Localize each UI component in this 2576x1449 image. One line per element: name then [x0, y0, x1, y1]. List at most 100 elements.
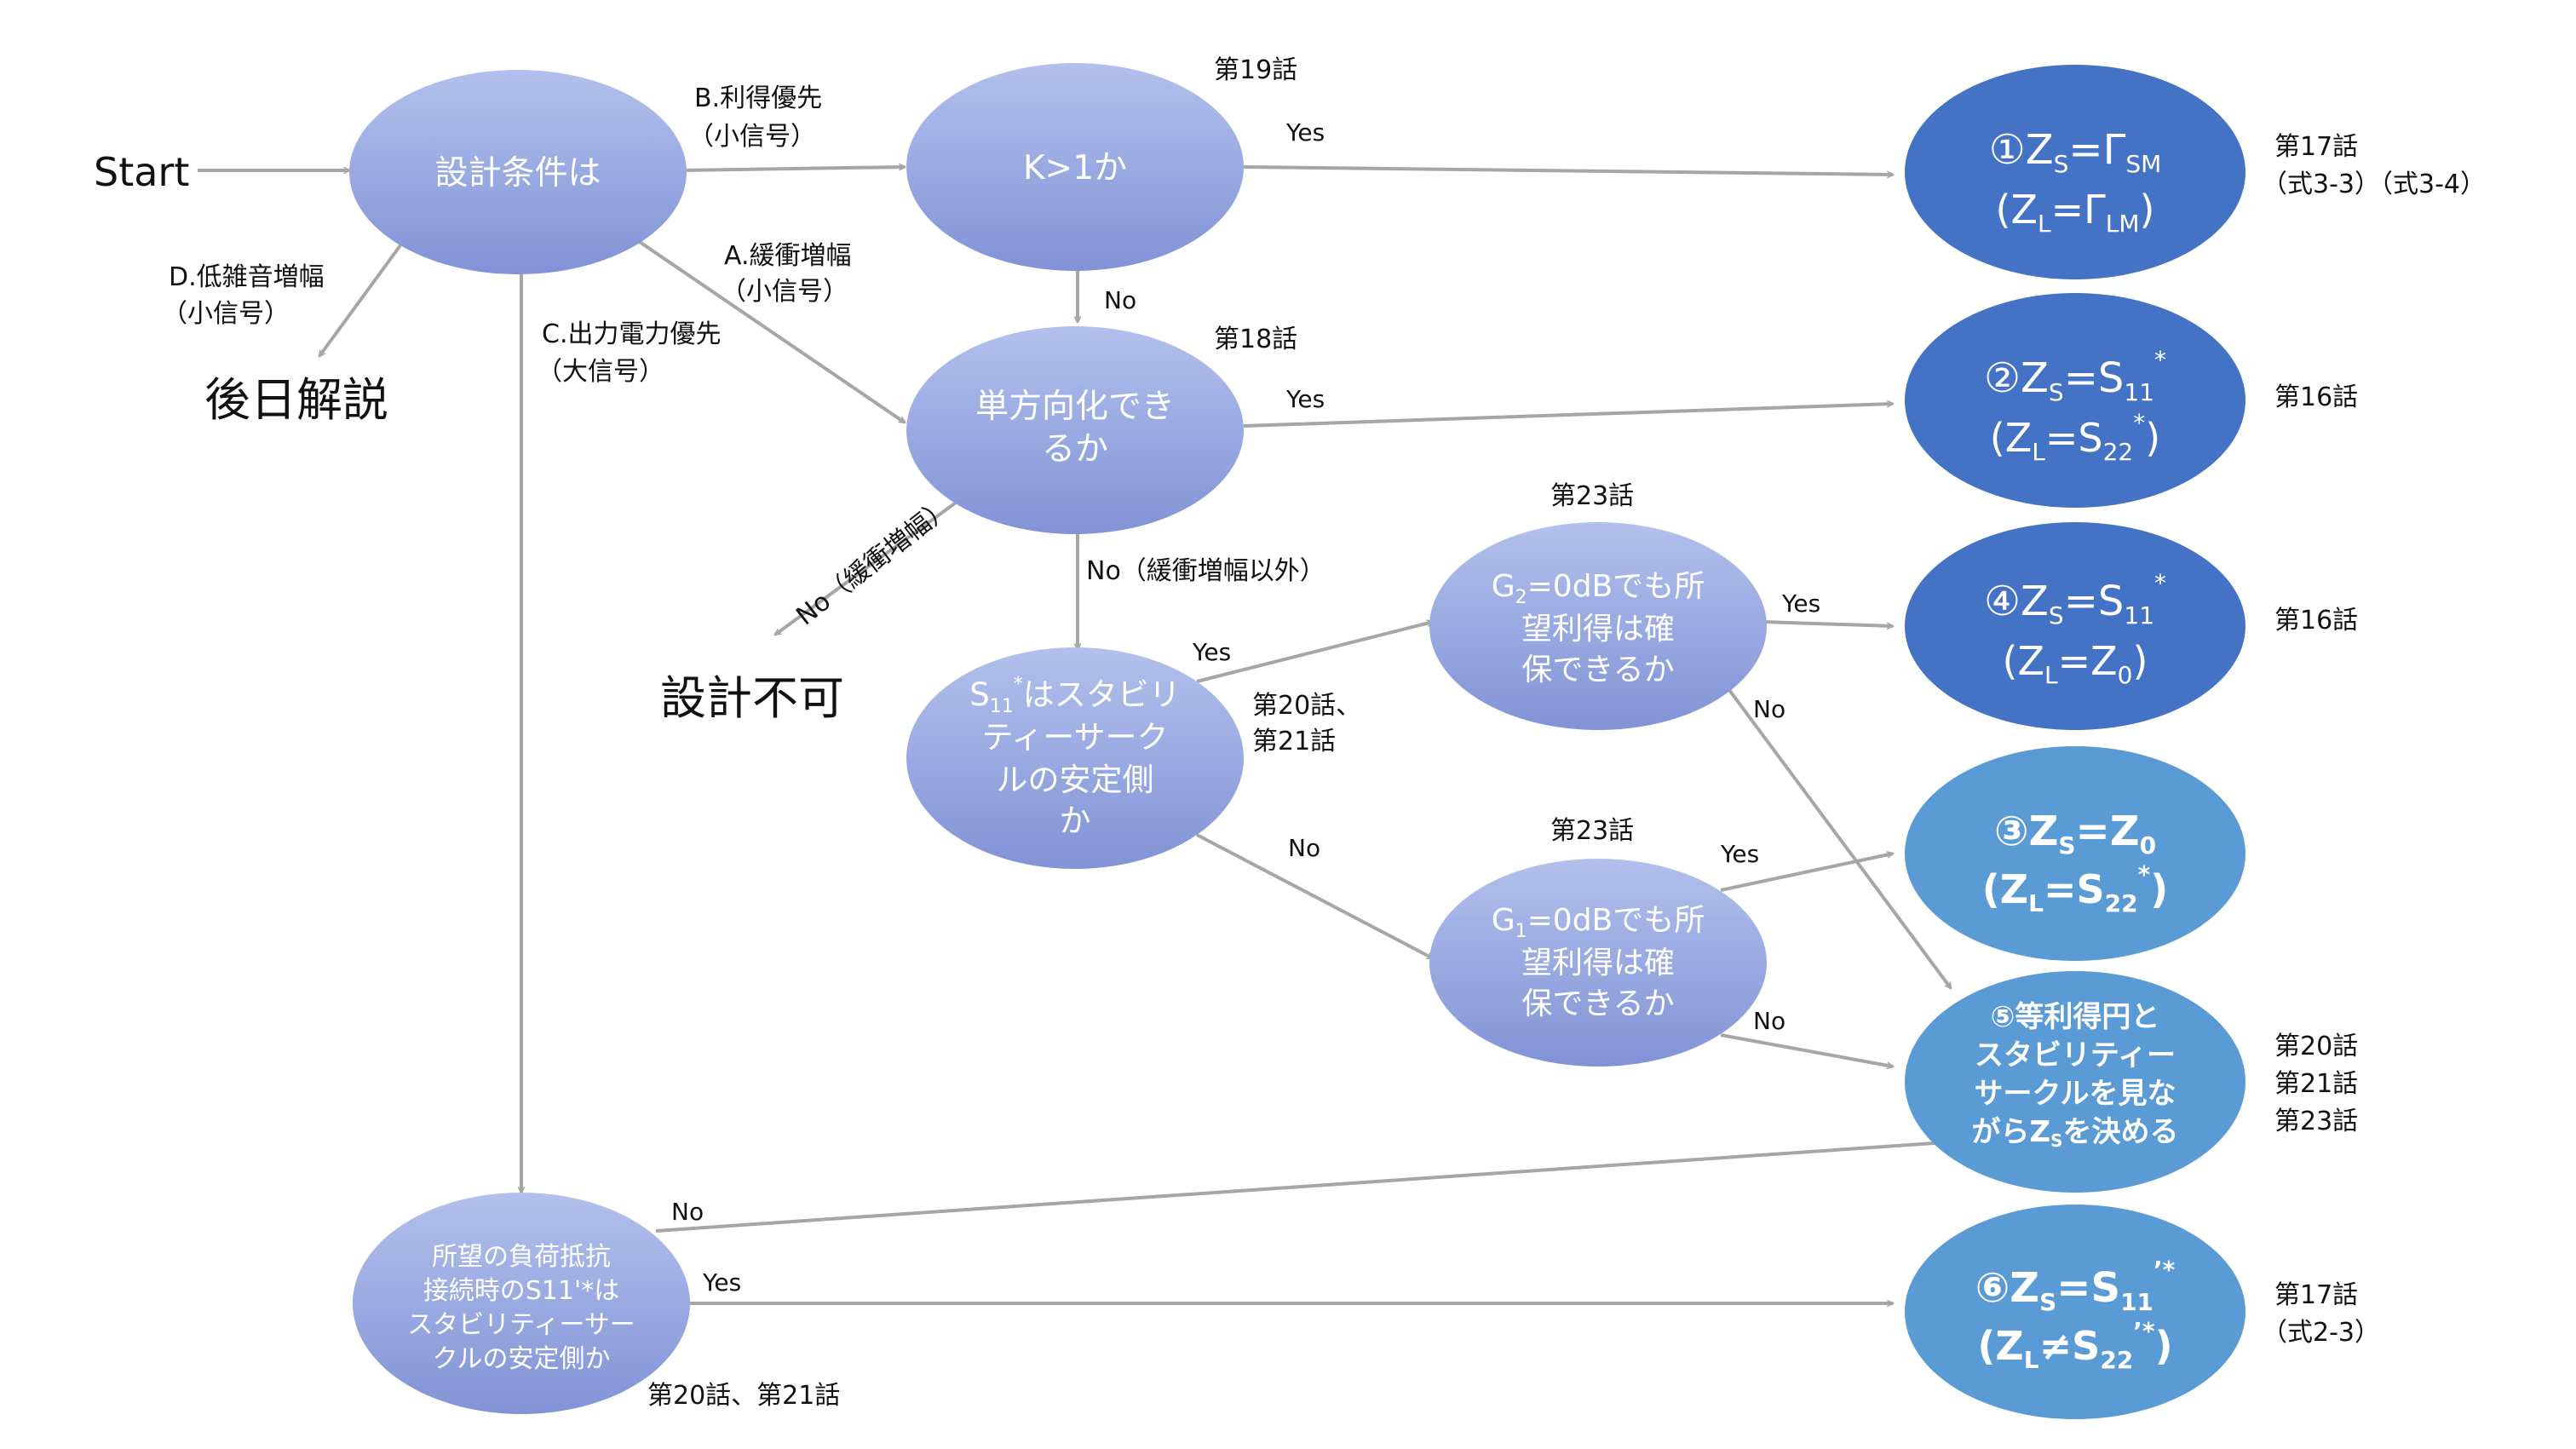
ref-ep20-21-line2: 第21話 — [1252, 727, 1336, 756]
result-3-line2: (ZL=S22*) — [1982, 860, 2169, 917]
unilateral-label-line2: るか — [1042, 430, 1108, 469]
edge-label-a-line2: （小信号） — [721, 277, 848, 307]
result-5-line2: スタビリティー — [1975, 1038, 2176, 1072]
start-label: Start — [94, 149, 189, 195]
edge-label-yes-load: Yes — [702, 1268, 741, 1297]
arrow-g1-to-r3 — [1720, 854, 1893, 892]
edge-label-d-line1: D.低雑音増幅 — [169, 262, 325, 292]
result-3: ③ZS=Z0 (ZL=S22*) — [1905, 746, 2245, 961]
g2-check-line1: G2=0dBでも所 — [1492, 569, 1705, 608]
edge-label-b-line2: （小信号） — [688, 122, 816, 152]
edge-label-d-line2: （小信号） — [162, 299, 290, 329]
s11-stability-line1: S11*はスタビリ — [969, 674, 1181, 717]
edge-label-no-g1: No — [1753, 1007, 1785, 1035]
unilateral-label-line1: 単方向化でき — [975, 388, 1175, 426]
load-check-line4: クルの安定側か — [432, 1344, 610, 1374]
result-5-line4: がらZSを決める — [1971, 1115, 2178, 1151]
load-check-line3: スタビリティーサー — [407, 1310, 635, 1340]
g1-check-line2: 望利得は確 — [1521, 946, 1675, 980]
result-5-line3: サークルを見な — [1975, 1077, 2176, 1111]
g2-check-line3: 保できるか — [1521, 653, 1674, 687]
g2-check-line2: 望利得は確 — [1521, 612, 1675, 647]
s11-stability-line3: ルの安定側 — [997, 762, 1154, 798]
node-design-condition: 設計条件は — [349, 70, 687, 274]
result-2: ②ZS=S11* (ZL=S22*) — [1905, 293, 2245, 508]
node-k-check: K>1か — [906, 63, 1244, 271]
g1-check-line3: 保できるか — [1521, 986, 1674, 1021]
arrow-unilateral-to-impossible — [775, 501, 957, 636]
arrow-g2-to-r5 — [1728, 688, 1952, 988]
edge-label-no-buffer: No（緩衝増幅） — [791, 492, 957, 632]
result-1-line1: ①ZS=ΓSM — [1989, 126, 2162, 178]
ref-r6-line2: （式2-3） — [2262, 1318, 2380, 1348]
edge-label-no-load: No — [671, 1198, 704, 1226]
result-6-line2: (ZL≠S22’*) — [1977, 1317, 2172, 1374]
edge-label-yes-s11: Yes — [1192, 638, 1231, 666]
edge-label-c-line1: C.出力電力優先 — [542, 319, 721, 349]
ref-ep20-21-bottom: 第20話、第21話 — [647, 1381, 840, 1411]
edge-label-a-line1: A.緩衝増幅 — [724, 241, 852, 271]
result-4-line1: ④ZS=S11* — [1984, 569, 2166, 630]
edge-label-no-s11: No — [1288, 834, 1320, 862]
ref-r1-line2: （式3-3）（式3-4） — [2262, 170, 2486, 199]
s11-stability-line4: か — [1060, 802, 1091, 839]
load-check-line1: 所望の負荷抵抗 — [432, 1242, 611, 1272]
edge-label-yes-unilateral: Yes — [1285, 385, 1325, 413]
k-check-label: K>1か — [1023, 149, 1127, 187]
edge-label-yes-g2: Yes — [1781, 589, 1820, 618]
ref-r4: 第16話 — [2274, 606, 2358, 635]
ref-r1-line1: 第17話 — [2274, 132, 2358, 162]
result-4-line2: (ZL=Z0) — [2003, 638, 2148, 689]
arrow-k-to-r1 — [1243, 165, 1893, 175]
ref-r5-line1: 第20話 — [2274, 1032, 2358, 1061]
node-unilateral: 単方向化でき るか — [906, 326, 1244, 534]
result-5: ⑤等利得円と スタビリティー サークルを見な がらZSを決める — [1905, 971, 2245, 1193]
arrow-s11-to-g2 — [1196, 622, 1433, 683]
result-1-line2: (ZL=ΓLM) — [1996, 187, 2155, 238]
edge-label-b-line1: B.利得優先 — [694, 83, 822, 113]
ref-ep23-g1: 第23話 — [1550, 816, 1634, 846]
s11-stability-line2: ティーサーク — [981, 719, 1168, 756]
edge-label-c-line2: （大信号） — [537, 357, 664, 387]
ref-ep23-g2: 第23話 — [1550, 481, 1634, 511]
ref-r2: 第16話 — [2274, 382, 2358, 412]
arrow-design-to-unilateral — [635, 239, 905, 424]
arrows — [198, 167, 1959, 1303]
arrow-g2-to-r4 — [1762, 620, 1893, 626]
result-2-line1: ②ZS=S11* — [1984, 346, 2166, 406]
node-load-check: 所望の負荷抵抗 接続時のS11'*は スタビリティーサー クルの安定側か — [353, 1193, 690, 1414]
ref-r6-line1: 第17話 — [2274, 1280, 2358, 1310]
node-g2-check: G2=0dBでも所 望利得は確 保できるか — [1429, 522, 1767, 730]
arrow-g1-to-r5 — [1720, 1033, 1893, 1067]
result-1: ①ZS=ΓSM (ZL=ΓLM) — [1905, 65, 2245, 279]
ref-ep20-21-line1: 第20話、 — [1252, 691, 1361, 721]
result-4: ④ZS=S11* (ZL=Z0) — [1905, 522, 2245, 730]
result-6: ⑥ZS=S11’* (ZL≠S22’*) — [1905, 1205, 2245, 1419]
arrow-design-to-later — [318, 244, 402, 356]
node-g1-check: G1=0dBでも所 望利得は確 保できるか — [1429, 859, 1767, 1067]
arrow-s11-to-g1 — [1196, 833, 1433, 960]
edge-label-no-g2: No — [1753, 695, 1785, 723]
result-3-line1: ③ZS=Z0 — [1994, 808, 2156, 860]
terminal-later: 後日解説 — [204, 373, 388, 427]
ref-r5-line3: 第23話 — [2274, 1107, 2358, 1136]
load-check-line2: 接続時のS11'*は — [423, 1276, 619, 1306]
result-6-line1: ⑥ZS=S11’* — [1975, 1256, 2176, 1316]
arrow-design-to-k — [681, 167, 905, 172]
edge-label-yes-k: Yes — [1285, 118, 1325, 147]
arrow-load-to-r5 — [655, 1141, 1959, 1233]
ref-ep19: 第19話 — [1214, 55, 1297, 85]
ref-r5-line2: 第21話 — [2274, 1069, 2358, 1099]
edge-label-yes-g1: Yes — [1720, 840, 1759, 868]
ref-ep18: 第18話 — [1214, 325, 1297, 354]
result-2-line2: (ZL=S22*) — [1990, 409, 2160, 466]
arrow-unilateral-to-r2 — [1243, 404, 1893, 428]
g1-check-line1: G1=0dBでも所 — [1492, 903, 1705, 942]
design-condition-label: 設計条件は — [434, 154, 601, 193]
edge-label-no-k: No — [1104, 286, 1136, 314]
terminal-impossible: 設計不可 — [660, 671, 844, 725]
result-5-line1: ⑤等利得円と — [1991, 1000, 2160, 1034]
edge-label-no-not-buffer: No（緩衝増幅以外） — [1086, 556, 1325, 586]
node-s11-stability: S11*はスタビリ ティーサーク ルの安定側 か — [906, 647, 1244, 869]
